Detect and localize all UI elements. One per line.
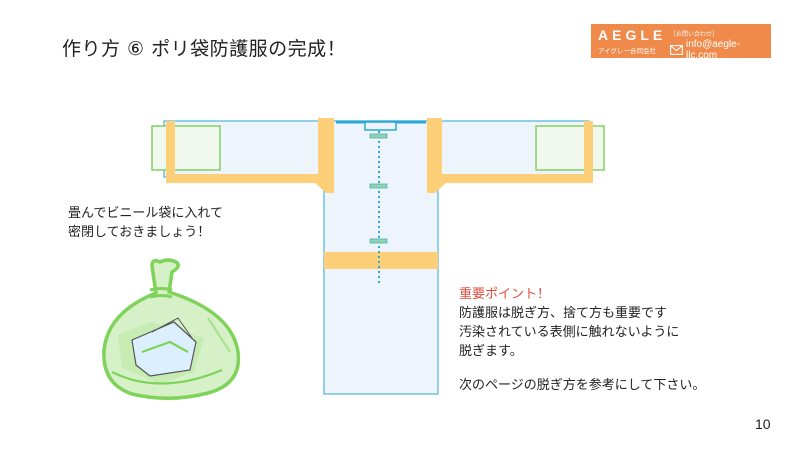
important-line: 脱ぎます。 bbox=[459, 344, 523, 359]
glove-left bbox=[151, 125, 221, 171]
bag-instruction-note: 畳んでビニール袋に入れて 密閉しておきましょう！ bbox=[68, 204, 223, 242]
logo-name: AEGLE bbox=[598, 27, 667, 43]
bag-instruction-line: 畳んでビニール袋に入れて bbox=[68, 206, 223, 221]
glove-right bbox=[535, 125, 605, 171]
important-line: 汚染されている表側に触れないように bbox=[459, 325, 680, 340]
logo-email-row[interactable]: info@aegle-llc.com bbox=[670, 39, 771, 61]
waist-tape bbox=[324, 252, 438, 269]
logo-contact-label: ［お問い合わせ］ bbox=[670, 31, 719, 38]
slide-title: 作り方 ⑥ ポリ袋防護服の完成！ bbox=[62, 38, 347, 60]
fastener-buttons bbox=[369, 133, 388, 244]
page-number: 10 bbox=[755, 416, 771, 432]
bag-instruction-line: 密閉しておきましょう！ bbox=[68, 225, 211, 240]
paragraph-gap bbox=[459, 361, 705, 376]
gown-collar bbox=[336, 120, 426, 131]
important-point-block: 重要ポイント！ 防護服は脱ぎ方、捨て方も重要です 汚染されている表側に触れないよ… bbox=[459, 285, 705, 395]
important-heading: 重要ポイント！ bbox=[459, 287, 551, 302]
next-page-instruction: 次のページの脱ぎ方を参考にして下さい。 bbox=[459, 378, 706, 393]
important-line: 防護服は脱ぎ方、捨て方も重要です bbox=[459, 306, 668, 321]
company-logo[interactable]: AEGLE アイグレー合同会社 ［お問い合わせ］ info@aegle-llc.… bbox=[591, 24, 771, 61]
logo-company-name: アイグレー合同会社 bbox=[598, 47, 657, 55]
sealed-bag-icon bbox=[102, 258, 241, 400]
mail-icon bbox=[670, 45, 683, 55]
sleeve-tape bbox=[166, 118, 593, 193]
logo-email[interactable]: info@aegle-llc.com bbox=[685, 39, 741, 61]
